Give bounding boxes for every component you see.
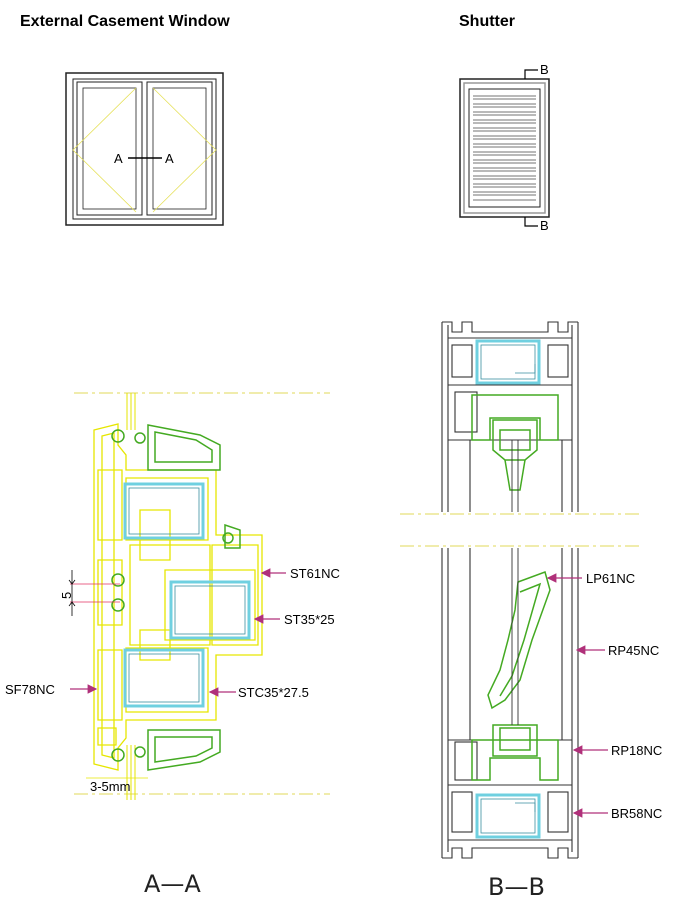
steel-reinforcements bbox=[123, 482, 251, 708]
label-rp45nc: RP45NC bbox=[608, 643, 659, 658]
leaders-aa bbox=[70, 568, 286, 697]
label-gap: 3-5mm bbox=[90, 779, 130, 794]
label-st61nc: ST61NC bbox=[290, 566, 340, 581]
section-bb: LP61NC RP45NC RP18NC BR58NC B—B bbox=[400, 321, 662, 901]
label-st35x25: ST35*25 bbox=[284, 612, 335, 627]
label-lp61nc: LP61NC bbox=[586, 571, 635, 586]
shutter-louvres bbox=[473, 95, 536, 201]
frame-profile-yellow bbox=[93, 423, 263, 771]
caption-bb: B—B bbox=[488, 873, 545, 901]
dim-label-5: 5 bbox=[59, 592, 74, 599]
louvre-channel-green bbox=[471, 394, 559, 781]
shutter-elevation: B B bbox=[459, 62, 550, 233]
section-mark-b-top: B bbox=[540, 62, 549, 77]
gaskets-green bbox=[111, 424, 241, 771]
window-elevation: A A bbox=[65, 72, 224, 226]
label-stc35: STC35*27.5 bbox=[238, 685, 309, 700]
dimension-5 bbox=[68, 570, 120, 616]
section-mark-a-left: A bbox=[114, 151, 123, 166]
window-title: External Casement Window bbox=[20, 13, 230, 30]
label-sf78nc: SF78NC bbox=[5, 682, 55, 697]
caption-aa: A—A bbox=[144, 870, 201, 898]
label-rp18nc: RP18NC bbox=[611, 743, 662, 758]
leaders-bb bbox=[546, 573, 608, 818]
shutter-title: Shutter bbox=[459, 13, 515, 30]
shutter-frame-outline bbox=[441, 321, 579, 859]
label-br58nc: BR58NC bbox=[611, 806, 662, 821]
section-mark-a-right: A bbox=[165, 151, 174, 166]
glass-panes bbox=[126, 393, 136, 800]
section-aa: 5 ST61NC ST35*25 STC35*27.5 SF78NC 3-5mm… bbox=[5, 392, 340, 898]
steel-bb bbox=[475, 339, 541, 839]
section-mark-b-bottom: B bbox=[540, 218, 549, 233]
